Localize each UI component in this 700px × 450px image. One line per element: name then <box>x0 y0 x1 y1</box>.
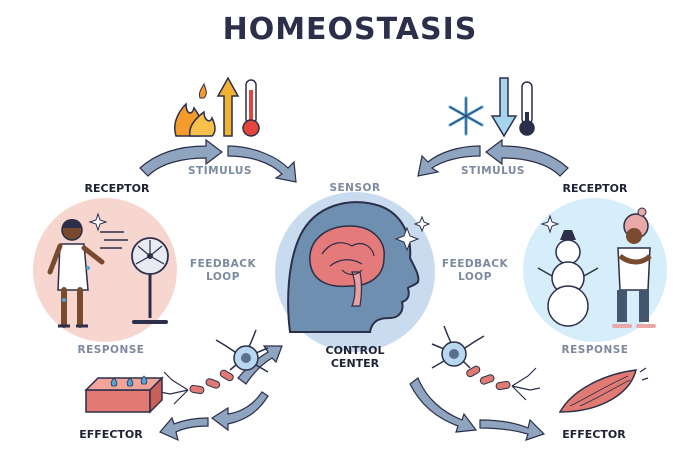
left-neuron-illustration <box>159 329 269 405</box>
right-stimulus-label: STIMULUS <box>460 165 525 177</box>
right-loop-label: LOOP <box>458 271 492 283</box>
sensor-label: SENSOR <box>329 182 381 194</box>
flow-arrows <box>139 138 569 442</box>
left-response-label: RESPONSE <box>77 344 145 356</box>
control-label: CONTROL <box>325 344 385 357</box>
left-receptor-label: RECEPTOR <box>84 182 150 195</box>
diagram-title: HOMEOSTASIS <box>222 12 478 47</box>
left-stimulus-label: STIMULUS <box>187 165 252 177</box>
left-feedback-label: FEEDBACK <box>189 258 257 270</box>
muscle-effector-illustration <box>558 367 649 413</box>
cold-snowman-person-illustration <box>523 198 667 342</box>
brain-head-illustration <box>275 192 435 352</box>
cold-stimulus-icons <box>448 77 535 138</box>
right-response-label: RESPONSE <box>561 344 629 356</box>
left-loop-label: LOOP <box>206 271 240 283</box>
warm-person-fan-illustration <box>33 198 177 342</box>
right-receptor-label: RECEPTOR <box>562 182 628 195</box>
right-neuron-illustration <box>431 325 541 401</box>
right-effector-label: EFFECTOR <box>562 428 626 441</box>
skin-sweat-effector-illustration <box>84 375 164 414</box>
center-label: CENTER <box>330 357 380 370</box>
heat-stimulus-icons <box>174 76 260 137</box>
right-feedback-label: FEEDBACK <box>441 258 509 270</box>
left-effector-label: EFFECTOR <box>79 428 143 441</box>
